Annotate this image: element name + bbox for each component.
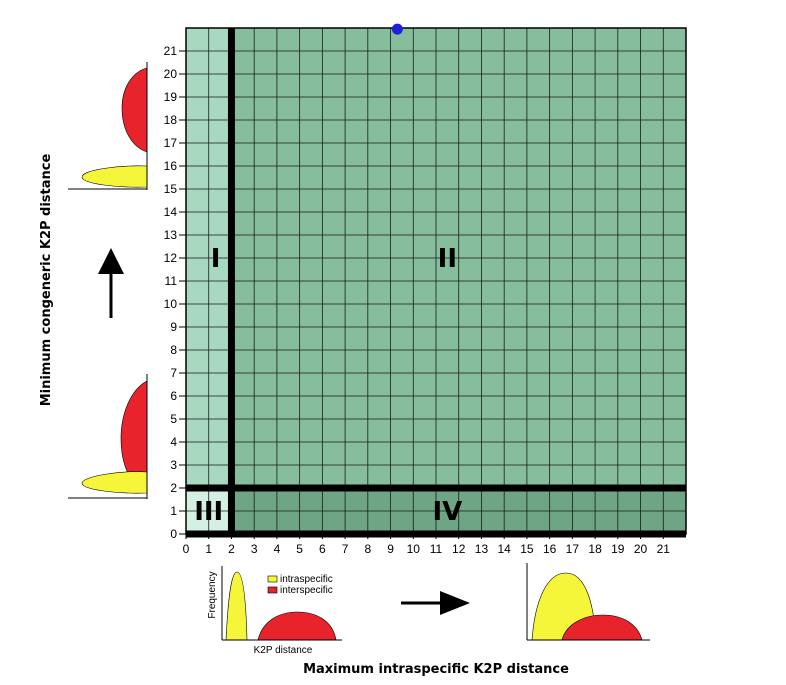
quadrant-label-i: I: [211, 244, 221, 274]
y-axis-title: Minimum congeneric K2P distance: [39, 154, 54, 407]
distribution-separated-icon: [68, 62, 148, 190]
x-tick-label: 3: [251, 542, 258, 556]
x-tick-label: 12: [452, 542, 466, 556]
legend-swatch-interspecific: [267, 586, 278, 594]
y-tick-label: 14: [164, 205, 178, 219]
y-tick-label: 3: [170, 458, 177, 472]
x-tick-label: 13: [475, 542, 489, 556]
distribution-overlap-icon: [68, 374, 148, 499]
distribution-overlap-right-icon: [526, 563, 650, 641]
y-tick-label: 10: [164, 297, 178, 311]
legend-label-intraspecific: intraspecific: [280, 574, 333, 585]
y-tick-label: 13: [164, 228, 178, 242]
interspecific-distribution-shape: [121, 67, 148, 153]
y-tick-label: 17: [164, 136, 178, 150]
y-tick-label: 5: [170, 412, 177, 426]
inset-distribution-chart: Frequency K2P distance intraspecific int…: [207, 566, 342, 656]
x-tick-label: 14: [498, 542, 512, 556]
x-tick-label: 17: [566, 542, 580, 556]
legend-label-interspecific: interspecific: [280, 585, 333, 596]
x-tick-label: 20: [634, 542, 648, 556]
interspecific-distribution-shape: [257, 611, 337, 641]
arrow-up-icon: [98, 248, 124, 318]
arrow-right-icon: [401, 591, 470, 615]
x-tick-label: 15: [520, 542, 534, 556]
quadrant-label-iv: IV: [432, 497, 462, 527]
y-tick-label: 7: [170, 366, 177, 380]
x-tick-label: 1: [205, 542, 212, 556]
x-tick-label: 4: [274, 542, 281, 556]
x-tick-label: 9: [387, 542, 394, 556]
y-tick-label: 1: [170, 504, 177, 518]
y-tick-label: 12: [164, 251, 178, 265]
y-tick-label: 9: [170, 320, 177, 334]
x-tick-label: 10: [407, 542, 421, 556]
legend: intraspecific interspecific: [267, 574, 333, 596]
y-tick-label: 6: [170, 389, 177, 403]
x-tick-label: 18: [588, 542, 602, 556]
y-tick-label: 4: [170, 435, 177, 449]
data-point: [391, 23, 403, 35]
quadrant-label-iii: III: [194, 497, 223, 527]
x-tick-label: 7: [342, 542, 349, 556]
x-tick-label: 19: [611, 542, 625, 556]
intraspecific-distribution-shape: [81, 471, 148, 494]
y-tick-label: 16: [164, 159, 178, 173]
x-tick-label: 0: [183, 542, 190, 556]
y-tick-label: 20: [164, 67, 178, 81]
inset-x-label: K2P distance: [254, 645, 313, 656]
inset-y-label: Frequency: [207, 571, 218, 618]
x-tick-label: 6: [319, 542, 326, 556]
quadrant-label-ii: II: [438, 244, 457, 274]
y-tick-label: 8: [170, 343, 177, 357]
y-tick-label: 19: [164, 90, 178, 104]
y-tick-label: 2: [170, 481, 177, 495]
y-tick-label: 18: [164, 113, 178, 127]
x-tick-label: 11: [430, 542, 443, 556]
x-tick-label: 16: [543, 542, 557, 556]
x-axis-title: Maximum intraspecific K2P distance: [303, 662, 569, 677]
interspecific-distribution-shape: [561, 614, 643, 641]
data-points: [391, 23, 403, 35]
x-tick-label: 21: [657, 542, 671, 556]
intraspecific-distribution-shape: [81, 165, 148, 188]
y-tick-label: 11: [165, 274, 178, 288]
x-tick-label: 2: [228, 542, 235, 556]
y-tick-label: 15: [164, 182, 178, 196]
x-tick-label: 8: [364, 542, 371, 556]
y-tick-label: 0: [170, 527, 177, 541]
legend-swatch-intraspecific: [267, 575, 278, 583]
intraspecific-distribution-shape: [225, 571, 248, 641]
x-tick-label: 5: [296, 542, 303, 556]
y-tick-label: 21: [164, 44, 178, 58]
